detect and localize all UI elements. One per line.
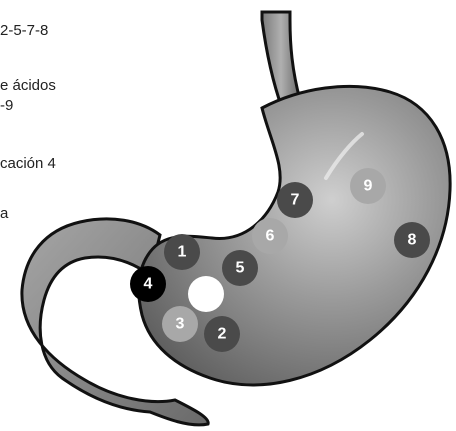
marker-5-label: 5 [236,260,245,277]
marker-8: 8 [394,222,430,258]
marker-1: 1 [164,234,200,270]
marker-9: 9 [350,168,386,204]
marker-3: 3 [162,306,198,342]
marker-4: 4 [130,266,166,302]
marker-7: 7 [277,182,313,218]
marker-9-label: 9 [364,178,373,195]
marker-pylorus [188,276,224,312]
marker-5: 5 [222,250,258,286]
marker-3-label: 3 [176,316,185,333]
marker-7-label: 7 [291,192,300,209]
marker-8-label: 8 [408,232,417,249]
marker-pylorus-circle [188,276,224,312]
marker-6-label: 6 [266,228,275,245]
marker-2-label: 2 [218,326,227,343]
marker-1-label: 1 [178,244,187,261]
marker-6: 6 [252,218,288,254]
marker-4-label: 4 [144,276,153,293]
marker-2: 2 [204,316,240,352]
